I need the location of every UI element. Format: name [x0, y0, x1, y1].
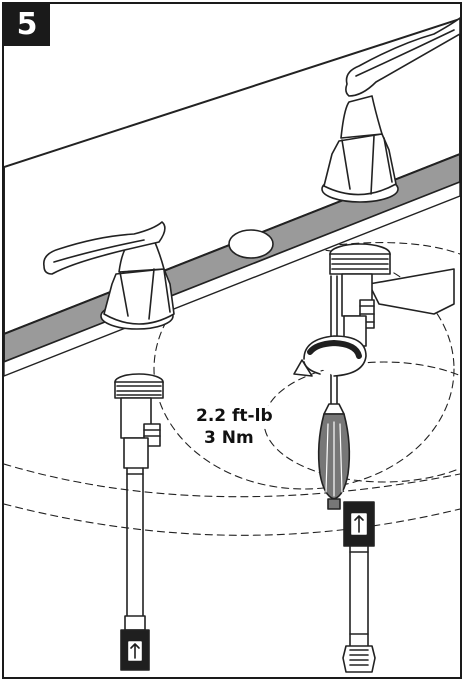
spout-body-outline	[368, 268, 455, 315]
spout-hole	[228, 229, 274, 259]
valve-body-icon-left	[114, 373, 164, 469]
hose-connector-icon-right	[343, 501, 375, 547]
supply-hose-icon-right	[342, 543, 376, 673]
step-number-badge: 5	[4, 4, 50, 46]
faucet-handle-icon-right	[321, 17, 460, 203]
torque-value-imperial: 2.2 ft-lb	[194, 406, 275, 427]
installation-illustration	[4, 17, 460, 673]
torque-value-metric: 3 Nm	[202, 428, 256, 449]
rotate-clockwise-icon	[293, 335, 367, 377]
supply-hose-icon-left	[124, 467, 146, 635]
deck-top-surface	[4, 18, 460, 335]
instruction-panel: 5	[2, 2, 462, 679]
faucet-handle-icon-left	[42, 221, 175, 330]
hose-connector-icon-left	[120, 629, 150, 671]
valve-body-icon-right	[329, 243, 391, 347]
